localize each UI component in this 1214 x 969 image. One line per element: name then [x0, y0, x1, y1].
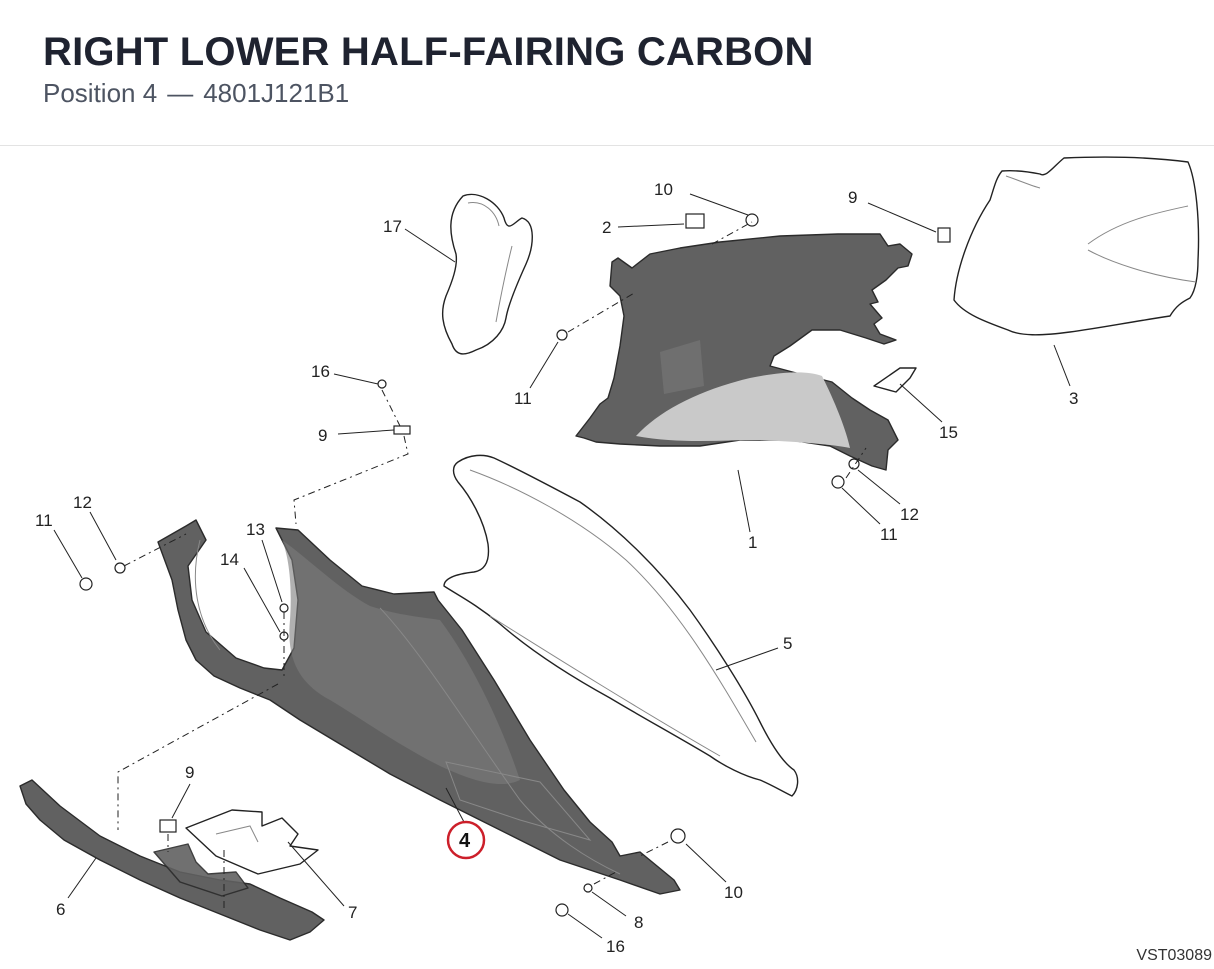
callout-11: 11	[514, 389, 532, 408]
callout-8: 8	[634, 913, 643, 932]
part-5-inner-panel	[443, 454, 799, 797]
part-2-plate	[685, 213, 705, 229]
callout-10: 10	[654, 180, 673, 199]
screw-16-lower	[555, 903, 569, 917]
callout-12: 12	[73, 493, 92, 512]
screw-10-top	[745, 213, 759, 227]
part-6-belly-pan	[19, 779, 325, 941]
callout-2: 2	[602, 218, 611, 237]
page-title: RIGHT LOWER HALF-FAIRING CARBON	[43, 30, 814, 74]
assembly-lines	[117, 221, 867, 912]
callout-5: 5	[783, 634, 792, 653]
callout-labels: 17 10 2 9 3 11 16 9 15 1 12 11 12 11 13 …	[35, 180, 1078, 956]
reference-code: VST03089	[1136, 947, 1212, 964]
highlight-ring[interactable]	[446, 820, 486, 860]
part-7-shield	[185, 809, 319, 875]
page-subtitle: Position 4 — 4801J121B1	[43, 78, 349, 109]
leader-lines	[53, 193, 1071, 939]
callout-17: 17	[383, 217, 402, 236]
callout-13: 13	[246, 520, 265, 539]
callout-9: 9	[848, 188, 857, 207]
callout-15: 15	[939, 423, 958, 442]
callout-7: 7	[348, 903, 357, 922]
hardware	[79, 213, 951, 917]
callout-16: 16	[606, 937, 625, 956]
part-number: 4801J121B1	[203, 78, 350, 108]
callout-3: 3	[1069, 389, 1078, 408]
washer-12-left	[114, 562, 126, 574]
screw-11-upper	[556, 329, 568, 341]
screw-16-upper	[377, 379, 387, 389]
screw-10-lower	[670, 828, 686, 844]
callout-11: 11	[880, 525, 898, 544]
part-3-panel	[953, 156, 1200, 336]
callout-9: 9	[318, 426, 327, 445]
washer-8	[583, 883, 593, 893]
callout-14: 14	[220, 550, 239, 569]
callout-11: 11	[35, 511, 53, 530]
callout-1: 1	[748, 533, 757, 552]
part-15-shim	[873, 367, 917, 393]
callout-12: 12	[900, 505, 919, 524]
clip-9-mid	[393, 425, 411, 435]
callout-10: 10	[724, 883, 743, 902]
position-label: Position 4	[43, 78, 158, 108]
callout-16: 16	[311, 362, 330, 381]
clip-9-lower	[159, 819, 177, 833]
callout-9: 9	[185, 763, 194, 782]
separator: —	[167, 78, 194, 108]
screw-11-left	[79, 577, 93, 591]
part-4-lower-half-fairing	[157, 519, 681, 895]
callout-4: 4	[459, 830, 471, 852]
screw-13	[279, 603, 289, 613]
header: RIGHT LOWER HALF-FAIRING CARBON Position…	[0, 0, 1214, 146]
part-1-upper-fairing	[575, 233, 913, 471]
screw-11-right	[831, 475, 845, 489]
clip-9-top	[937, 227, 951, 243]
callout-6: 6	[56, 900, 65, 919]
part-17-bracket	[441, 193, 533, 355]
